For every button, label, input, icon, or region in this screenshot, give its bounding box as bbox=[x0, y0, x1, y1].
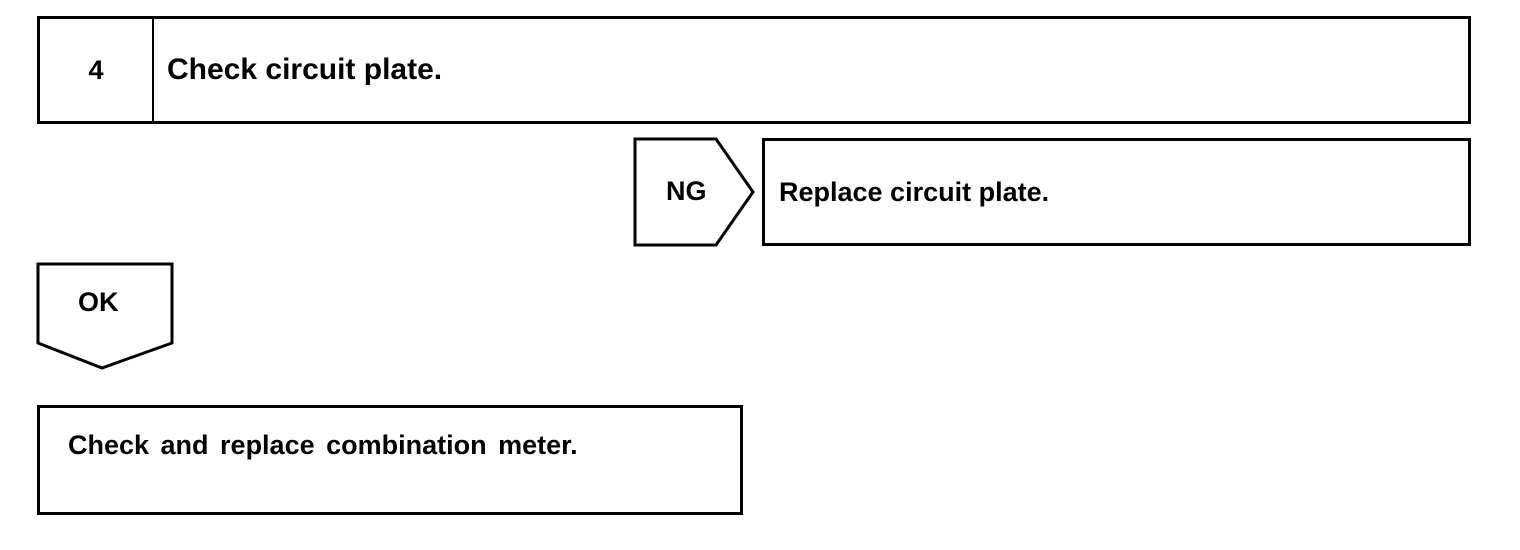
ok-action-text: Check and replace combination meter. bbox=[68, 430, 578, 460]
ok-action-box: Check and replace combination meter. bbox=[37, 405, 743, 515]
ok-arrow-shape bbox=[36, 262, 174, 370]
ng-action-box: Replace circuit plate. bbox=[762, 138, 1471, 246]
ng-arrow-shape bbox=[633, 137, 755, 247]
step-title: Check circuit plate. bbox=[167, 53, 443, 86]
ng-action-text: Replace circuit plate. bbox=[779, 176, 1050, 207]
ng-label: NG bbox=[666, 176, 707, 206]
ok-label: OK bbox=[78, 287, 119, 317]
step-header-box: 4 Check circuit plate. bbox=[37, 16, 1471, 124]
step-number: 4 bbox=[40, 19, 154, 121]
